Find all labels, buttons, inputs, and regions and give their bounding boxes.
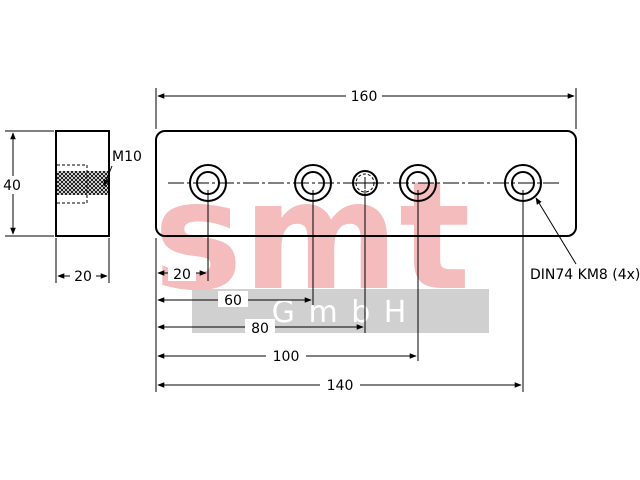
offset-label-20: 20	[173, 267, 191, 283]
offset-label-140: 140	[327, 378, 354, 394]
side-view	[5, 130, 113, 283]
overall-length-label: 160	[351, 89, 378, 105]
offset-label-100: 100	[273, 349, 300, 365]
thread-knurl	[57, 171, 108, 195]
watermark: smt G m b H	[153, 150, 489, 333]
callout-leader	[535, 197, 577, 265]
side-height-label: 40	[3, 178, 21, 194]
offset-label-80: 80	[251, 321, 269, 337]
callout-label: DIN74 KM8 (4x)	[530, 267, 640, 283]
thread-leader	[103, 165, 113, 187]
side-width-label: 20	[74, 269, 92, 285]
front-view	[155, 88, 577, 392]
front-view-body	[155, 130, 577, 237]
side-view-body	[55, 130, 110, 237]
offset-label-60: 60	[224, 293, 242, 309]
thread-label: M10	[112, 149, 142, 165]
